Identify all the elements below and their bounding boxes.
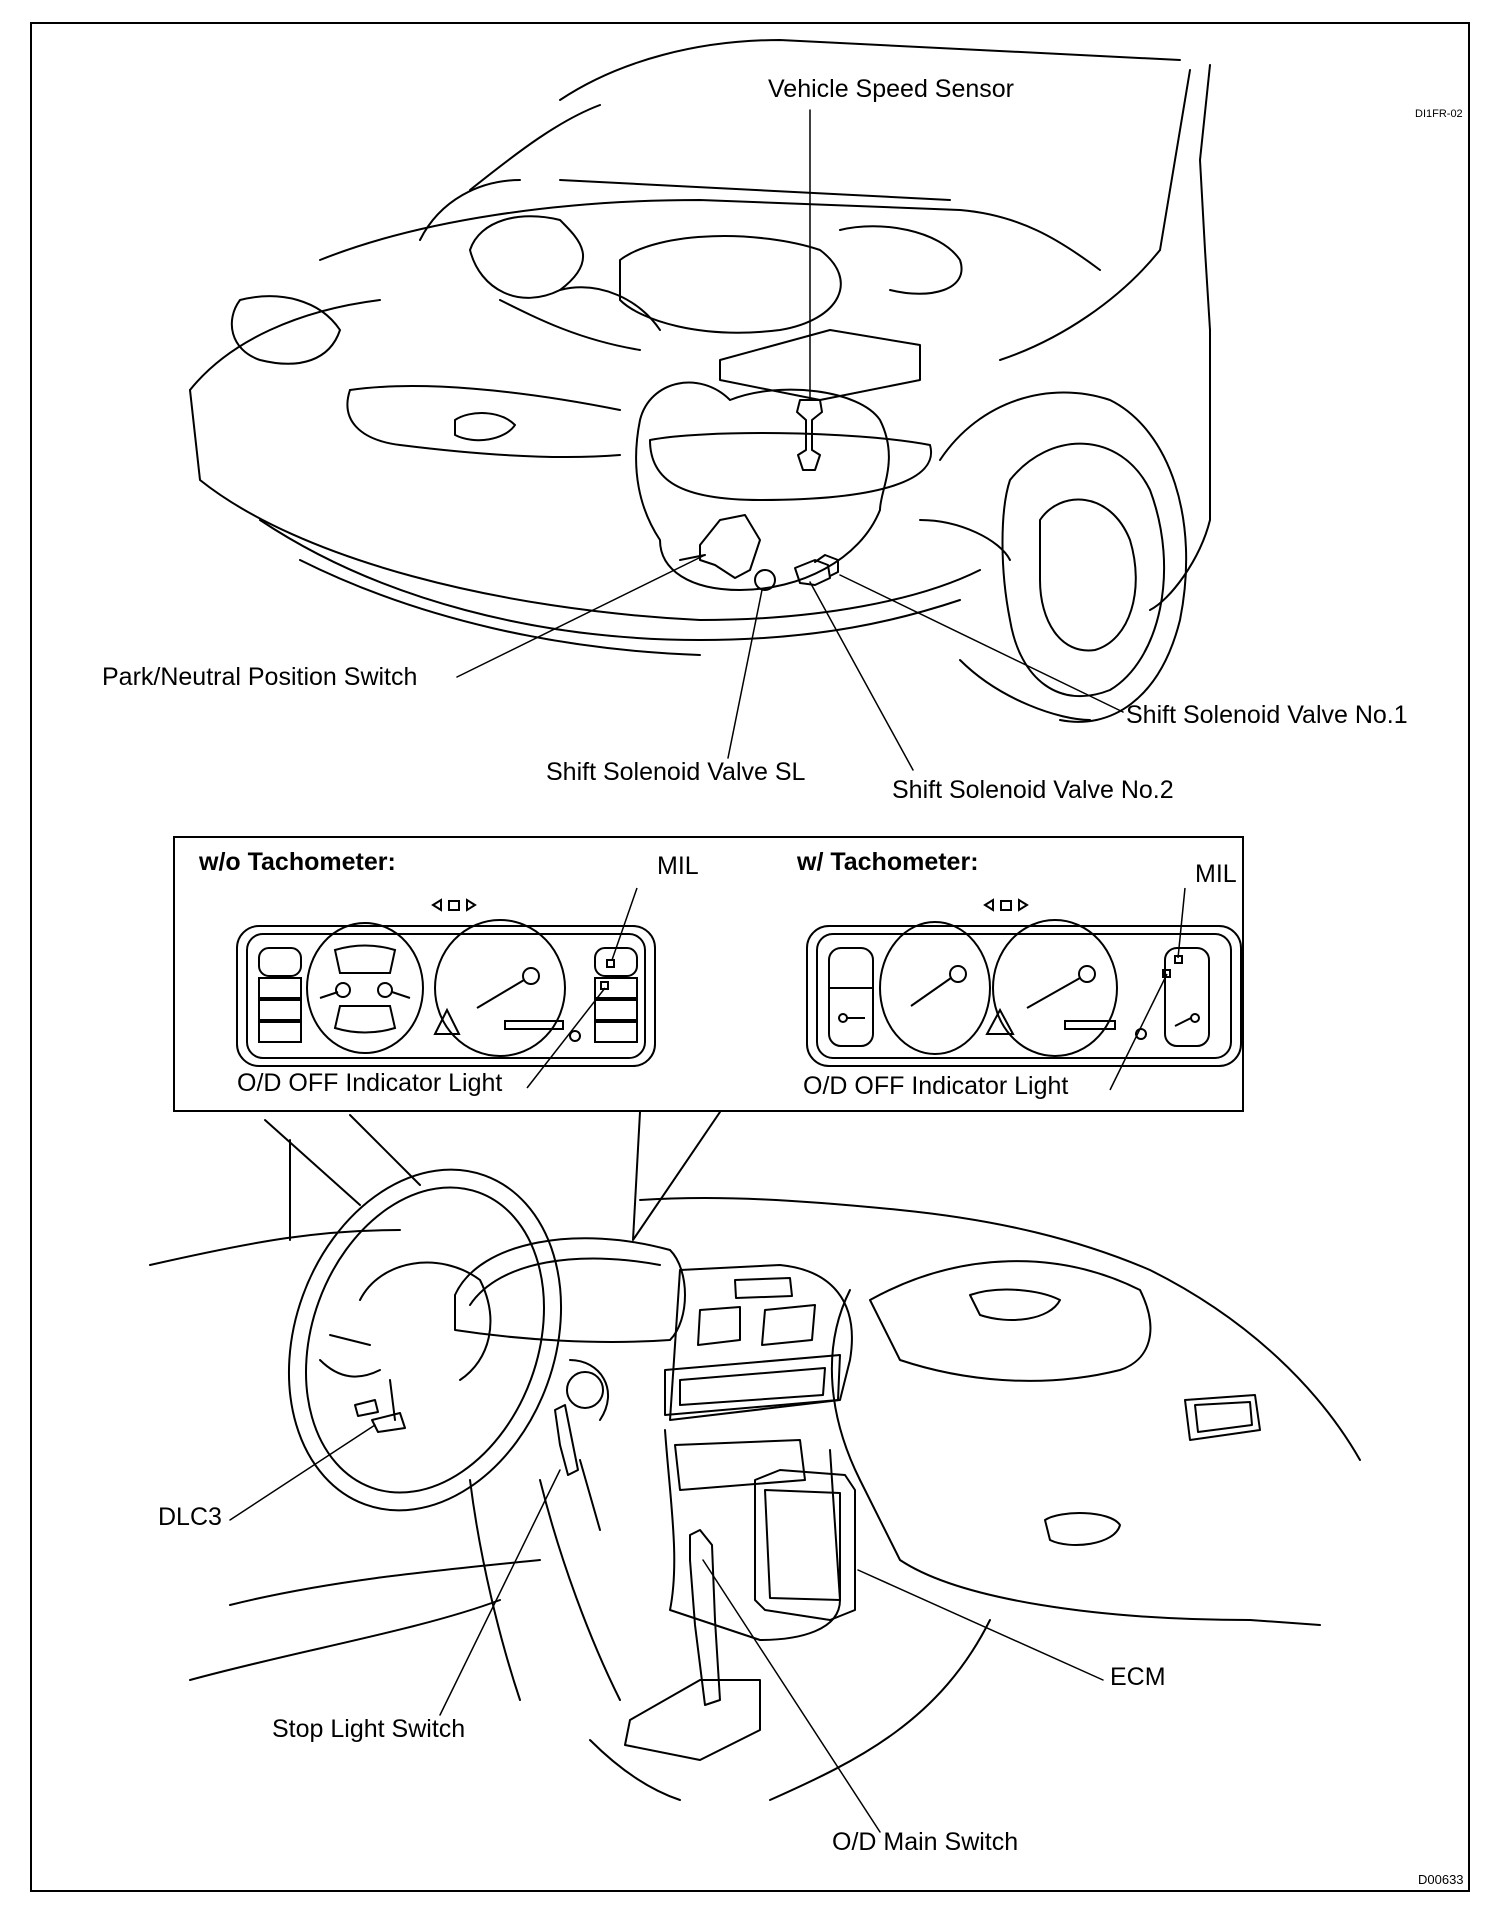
label-shift-solenoid-valve-sl: Shift Solenoid Valve SL xyxy=(546,758,806,786)
label-shift-solenoid-valve-no1: Shift Solenoid Valve No.1 xyxy=(1126,701,1408,729)
cluster-with-tachometer xyxy=(806,887,1242,1091)
car-front-illustration xyxy=(189,39,1211,723)
label-stop-light-switch: Stop Light Switch xyxy=(272,1715,466,1743)
instrument-clusters-drawing xyxy=(236,887,1242,1091)
label-mil-left: MIL xyxy=(657,852,699,880)
label-mil-right: MIL xyxy=(1195,860,1237,888)
label-vehicle-speed-sensor: Vehicle Speed Sensor xyxy=(768,75,1015,103)
label-od-off-indicator-left: O/D OFF Indicator Light xyxy=(237,1069,503,1097)
leader-lines-top xyxy=(456,109,1124,771)
figure-frame xyxy=(30,22,1470,1892)
label-without-tachometer: w/o Tachometer: xyxy=(199,848,396,876)
label-with-tachometer: w/ Tachometer: xyxy=(797,848,979,876)
leader-lines-bottom xyxy=(229,1424,1104,1833)
label-park-neutral-position-switch: Park/Neutral Position Switch xyxy=(102,663,418,691)
label-od-off-indicator-right: O/D OFF Indicator Light xyxy=(803,1072,1069,1100)
figure-code-top: DI1FR-02 xyxy=(1415,108,1463,120)
label-ecm: ECM xyxy=(1110,1663,1166,1691)
instrument-cluster-inset: w/o Tachometer: w/ Tachometer: MIL MIL O… xyxy=(173,836,1244,1112)
inset-callout-pointer xyxy=(632,1111,721,1241)
figure-code-bottom: D00633 xyxy=(1418,1872,1464,1887)
label-od-main-switch: O/D Main Switch xyxy=(832,1828,1019,1856)
interior-illustration xyxy=(149,1114,1361,1801)
label-dlc3: DLC3 xyxy=(158,1503,222,1531)
label-shift-solenoid-valve-no2: Shift Solenoid Valve No.2 xyxy=(892,776,1174,804)
cluster-without-tachometer xyxy=(236,887,656,1089)
